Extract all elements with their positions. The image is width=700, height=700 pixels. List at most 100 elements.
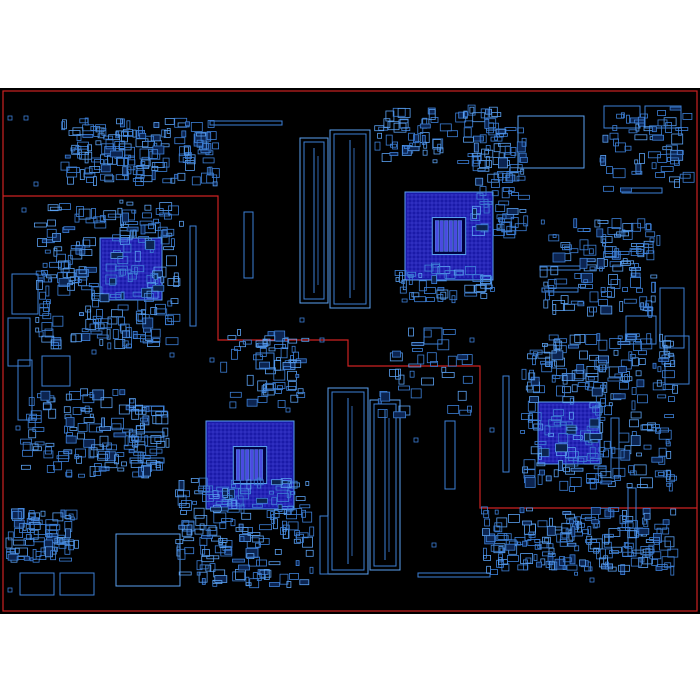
cluster-center-sparse-part [398, 385, 410, 391]
cluster-bottom-center-part [222, 487, 229, 498]
cluster-bottom-right-part [554, 558, 566, 570]
cluster-right-bga-part [548, 334, 559, 341]
cluster-left-bga-part [122, 212, 129, 223]
cluster-right-bga-part [659, 333, 663, 342]
cluster-under-top-bga-part [444, 270, 456, 279]
cluster-bottom-right-part [537, 520, 548, 528]
cluster-center-right-part [491, 190, 499, 197]
cluster-right-bga-part [599, 453, 604, 458]
cluster-left-bga-part [54, 246, 63, 252]
cluster-top-left-part [91, 157, 101, 163]
cluster-bottom-left-part [25, 534, 32, 541]
cluster-top-center-part [374, 141, 381, 151]
cluster-left-bga-part [37, 277, 45, 283]
cluster-bottom-right-part [662, 527, 670, 535]
cluster-top-center-part [469, 106, 475, 114]
cluster-bottom-left-part [54, 546, 58, 552]
cluster-bottom-right-part [624, 542, 634, 549]
cluster-top-left-part [153, 122, 160, 128]
cluster-center-right-part [496, 224, 505, 231]
cluster-top-center-part [419, 123, 431, 129]
cluster-right-upper-part [603, 251, 616, 259]
cluster-right-upper-part [589, 266, 596, 271]
cluster-top-center-part [399, 118, 409, 129]
cluster-top-left-part [197, 149, 210, 155]
cluster-bottom-left-part [11, 511, 22, 521]
cluster-left-mid-part [100, 397, 113, 409]
cluster-top-left-part [95, 127, 105, 133]
cluster-top-right-part [603, 185, 614, 192]
cluster-center-sparse-part [467, 405, 472, 413]
cluster-center-left-part [261, 389, 269, 397]
cluster-right-bga-part [530, 376, 540, 386]
cluster-right-upper-part [552, 252, 566, 263]
cluster-bottom-right-part [588, 566, 593, 572]
cluster-left-mid-part [63, 406, 71, 414]
cluster-bottom-center-part [275, 485, 289, 491]
cluster-left-mid-part [128, 449, 135, 454]
cluster-center-right-part [510, 147, 517, 156]
cluster-top-left-part [124, 146, 135, 158]
cluster-right-bga-part [628, 465, 634, 474]
bga-chip-top-center-die-pad [453, 220, 458, 252]
tiny-pad [7, 115, 13, 121]
cluster-center-left-part [288, 338, 298, 344]
cluster-right-upper-part [607, 227, 621, 235]
cluster-bottom-left-part [27, 527, 35, 533]
cluster-top-right-part [621, 112, 625, 119]
cluster-center-left [220, 328, 310, 409]
cluster-right-upper-part [600, 286, 606, 293]
cluster-bottom-center-part [198, 487, 211, 492]
cluster-left-bga-part [140, 224, 146, 235]
cluster-left-mid-part [149, 448, 163, 454]
cluster-right-bga-part [568, 344, 579, 349]
cluster-bottom-center-part [256, 573, 262, 581]
cluster-right-bga-part [556, 368, 567, 377]
cluster-center-sparse-part [398, 374, 405, 385]
cluster-left-mid-part [84, 405, 90, 414]
cluster-left-bga-part [119, 199, 124, 204]
cluster-right-bga-part [586, 453, 599, 462]
cluster-left-mid-part [135, 404, 144, 415]
cluster-bottom-center-part [231, 500, 238, 509]
cluster-left-bga-part [81, 285, 93, 291]
cluster-bottom-center-part [248, 556, 260, 567]
cluster-left-bga-part [39, 291, 46, 300]
cluster-bottom-center-part [258, 537, 270, 545]
cluster-bottom-center-part [293, 538, 301, 544]
tiny-pad [33, 181, 39, 187]
cluster-bottom-right-part [548, 561, 555, 571]
cluster-top-center-part [408, 132, 416, 141]
cluster-right-bga-part [586, 473, 599, 484]
cluster-bottom-center-part [309, 526, 315, 537]
cluster-left-mid-part [75, 448, 86, 458]
cluster-top-center-part [387, 121, 400, 131]
cluster-top-left-part [196, 139, 204, 148]
cluster-bottom-center-part [205, 524, 217, 531]
cluster-top-left-part [77, 146, 89, 155]
cluster-right-upper-part [598, 299, 608, 306]
cluster-right-bga-part [618, 432, 630, 443]
cluster-bottom-center-part [213, 512, 227, 524]
cluster-right-bga-part [532, 355, 536, 366]
cluster-under-top-bga-part [480, 292, 488, 299]
cluster-bottom-center-part [252, 503, 263, 508]
cluster-top-right-part [670, 157, 679, 165]
cluster-left-mid-part [30, 410, 42, 420]
cluster-under-top-bga-part [453, 269, 464, 276]
cluster-top-right-part [670, 149, 684, 161]
cluster-bottom-center-part [245, 576, 250, 586]
cluster-right-upper-part [550, 266, 559, 276]
cluster-left-bga-part [159, 212, 171, 217]
cluster-left-mid-part [91, 444, 104, 451]
cluster-right-bga-part [555, 340, 563, 350]
cluster-right-bga-part [657, 471, 665, 476]
horizontal-part-d [209, 120, 283, 126]
cluster-left-bga-part [96, 309, 103, 319]
cluster-top-left-part [191, 176, 201, 186]
cluster-bottom-center-part [178, 571, 192, 576]
cluster-top-left-part [212, 142, 220, 150]
cluster-right-bga-part [585, 440, 593, 446]
cluster-right-bga-part [553, 409, 564, 417]
cluster-right-bga-part [529, 369, 534, 380]
